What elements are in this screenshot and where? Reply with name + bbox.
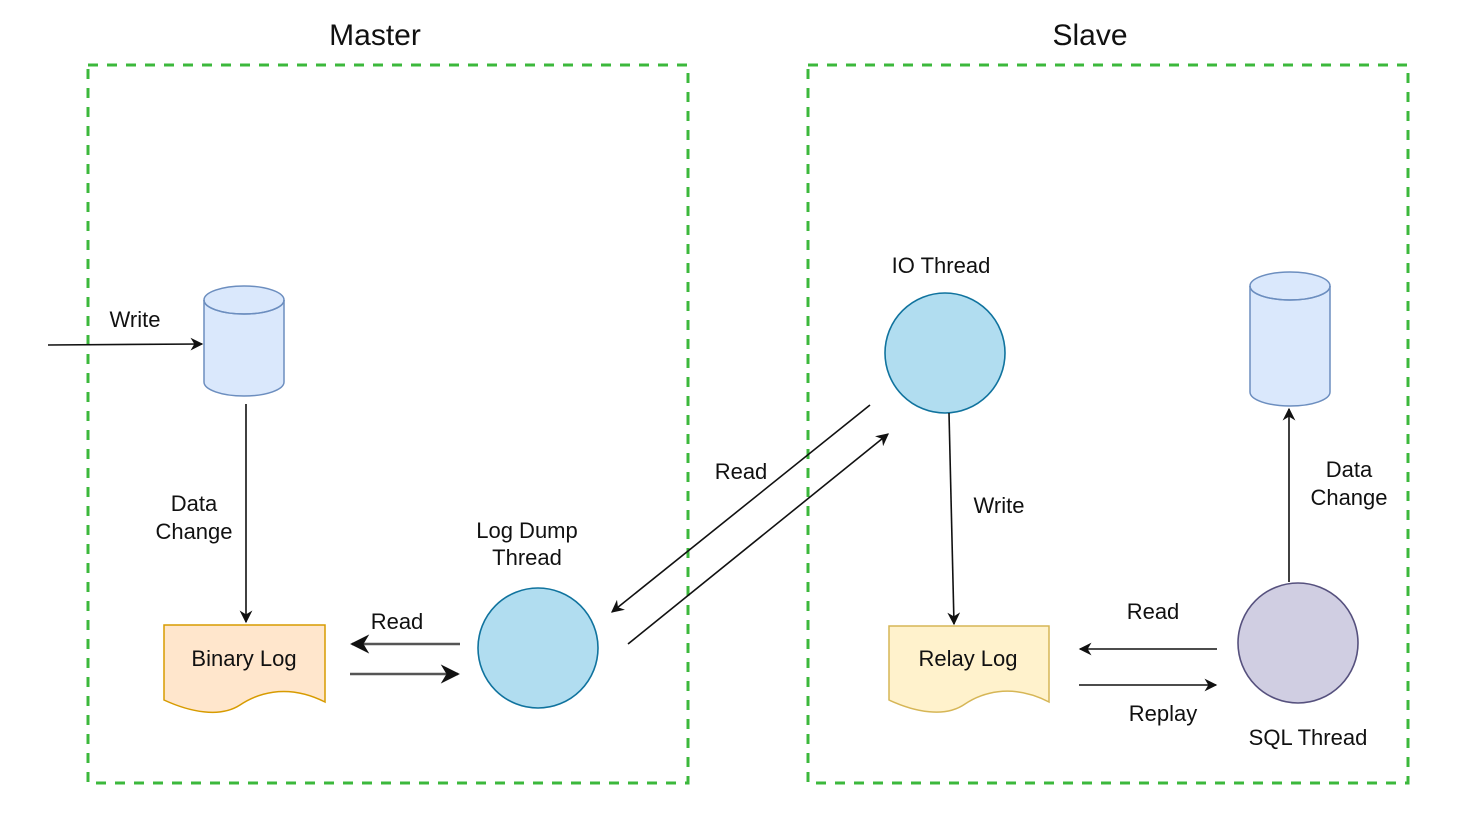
log-dump-thread-line1: Log Dump <box>476 518 578 543</box>
slave-read-label: Read <box>1127 599 1180 624</box>
log-dump-thread-circle <box>477 587 599 709</box>
master-write-arrow <box>47 337 204 351</box>
master-db-cylinder-icon <box>203 285 285 397</box>
master-write-label: Write <box>110 307 161 332</box>
relay-log-label: Relay Log <box>918 646 1017 671</box>
master-boundary <box>86 63 690 785</box>
slave-boundary <box>806 63 1410 785</box>
master-title: Master <box>329 19 421 52</box>
slave-db-cylinder-icon <box>1249 271 1331 407</box>
io-thread-label: IO Thread <box>892 253 991 278</box>
binlog-transfer-arrow <box>627 433 889 645</box>
log-dump-thread-line2: Thread <box>492 545 562 570</box>
slave-replay-label: Replay <box>1129 701 1197 726</box>
master-data-change-line2: Change <box>155 519 232 544</box>
binary-log-label: Binary Log <box>191 646 296 671</box>
binary-log-document <box>163 624 326 714</box>
slave-data-change-line2: Change <box>1310 485 1387 510</box>
master-data-change-line1: Data <box>171 491 218 516</box>
sql-thread-circle <box>1237 582 1359 704</box>
io-read-request-arrow <box>611 404 871 613</box>
sql-thread-label: SQL Thread <box>1249 725 1368 750</box>
master-read-label: Read <box>371 609 424 634</box>
link-read-label: Read <box>715 459 768 484</box>
slave-write-arrow <box>947 412 961 626</box>
relay-log-document <box>888 625 1050 713</box>
slave-data-change-line1: Data <box>1326 457 1373 482</box>
slave-title: Slave <box>1052 19 1127 52</box>
io-thread-circle <box>884 292 1006 414</box>
slave-write-label: Write <box>974 493 1025 518</box>
